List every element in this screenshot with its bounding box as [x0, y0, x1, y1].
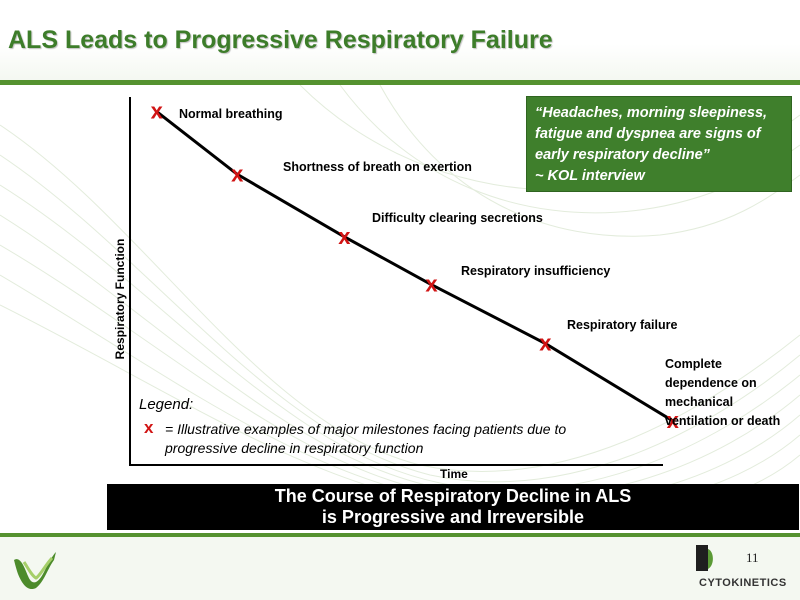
- page-number: 11: [746, 550, 759, 565]
- milestone-label-respiratory-failure: Respiratory failure: [567, 318, 678, 332]
- y-axis-label: Respiratory Function: [113, 238, 127, 360]
- legend-marker-icon: x: [144, 418, 154, 437]
- milestone-marker: x: [539, 331, 552, 356]
- milestone-marker: x: [425, 272, 438, 297]
- legend-description: = Illustrative examples of major milesto…: [165, 421, 567, 456]
- banner-line-2: is Progressive and Irreversible: [321, 507, 585, 527]
- banner-line-1: The Course of Respiratory Decline in ALS: [274, 486, 632, 506]
- left-logo-icon: [14, 552, 56, 590]
- milestone-label-normal-breathing: Normal breathing: [179, 107, 283, 121]
- quote-line: early respiratory decline”: [535, 147, 710, 163]
- company-logo-icon: [696, 545, 713, 571]
- series-layer: [155, 110, 674, 423]
- milestone-marker: x: [151, 99, 164, 124]
- quote-attribution: ~ KOL interview: [535, 168, 645, 184]
- milestone-label-complete-dependence: Complete dependence on mechanical ventil…: [665, 357, 781, 428]
- milestone-marker: x: [231, 161, 244, 186]
- legend-title: Legend:: [139, 396, 194, 413]
- marker-layer: x x x x x x: [151, 99, 680, 433]
- x-axis-label: Time: [440, 467, 468, 481]
- footer: [0, 537, 800, 600]
- title-band: [0, 0, 800, 80]
- milestone-label-shortness-of-breath: Shortness of breath on exertion: [283, 160, 472, 174]
- milestone-label-respiratory-insufficiency: Respiratory insufficiency: [461, 264, 611, 278]
- quote-line: fatigue and dyspnea are signs of: [535, 126, 761, 142]
- top-divider: [0, 80, 800, 85]
- bottom-divider: [0, 533, 800, 537]
- conclusion-banner: The Course of Respiratory Decline in ALS…: [107, 484, 799, 530]
- company-name: CYTOKINETICS: [699, 577, 787, 589]
- milestone-label-clearing-secretions: Difficulty clearing secretions: [372, 211, 543, 225]
- milestone-marker: x: [338, 224, 351, 249]
- kol-quote-box: “Headaches, morning sleepiness, fatigue …: [526, 96, 792, 192]
- decline-series-line: [155, 110, 674, 423]
- milestone-marker: x: [667, 408, 680, 433]
- quote-line: “Headaches, morning sleepiness,: [535, 105, 768, 121]
- slide-title: ALS Leads to Progressive Respiratory Fai…: [8, 26, 553, 54]
